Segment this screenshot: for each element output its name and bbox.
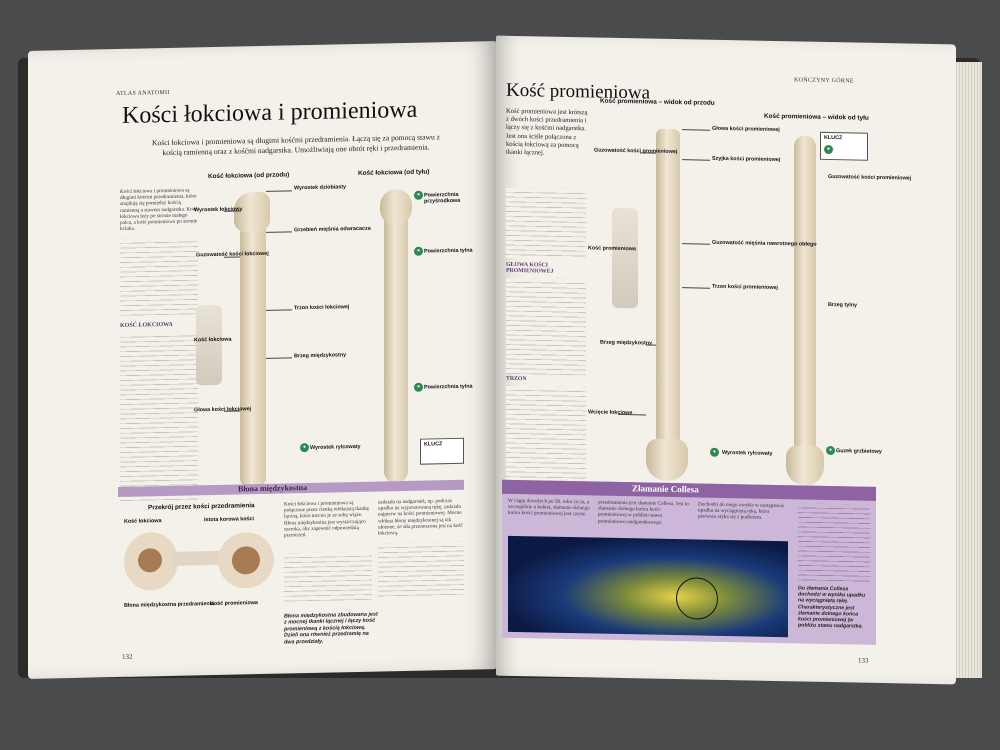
label-r-neck: Szyjka kości promieniowej xyxy=(712,155,781,164)
key-icon: ● xyxy=(414,190,423,200)
label-coronoid: Wyrostek dziobiasty xyxy=(294,184,347,192)
label-r-biceps: Guzowatość mięśnia nawrotnego obłego xyxy=(712,239,817,248)
label-r-notch: Wcięcie łokciowe xyxy=(588,409,633,417)
key-icon: ● xyxy=(414,382,423,392)
body-col1-lines xyxy=(284,551,372,602)
leader-line xyxy=(266,231,292,233)
fracture-circle xyxy=(676,577,718,620)
view-front-left: Kość łokciowa (od przodu) xyxy=(208,171,290,181)
ulna-back-bone xyxy=(384,192,408,484)
leader-line xyxy=(266,357,292,359)
radius-cross-section xyxy=(218,531,274,589)
body-lines-r3 xyxy=(506,385,586,488)
radius-front-bone xyxy=(656,128,680,480)
radius-back-bone xyxy=(794,135,816,486)
body-lines-r2 xyxy=(506,277,586,376)
section-title: Przekrój przez kości przedramienia xyxy=(148,502,255,512)
radius-front-distal xyxy=(646,438,688,482)
label-border: Brzeg międzykostny xyxy=(294,352,347,360)
view-back-right: Kość promieniowa – widok od tyłu xyxy=(764,112,869,122)
intro-right: Kość promieniowa jest krótszą z dwóch ko… xyxy=(506,107,588,157)
xray-image xyxy=(508,535,788,638)
arm-thumbnail xyxy=(196,304,222,386)
body-col2: zadziała na nadgarstek, np. podczas upad… xyxy=(378,498,463,537)
body-lines-r1 xyxy=(506,187,586,260)
colles-col2: przedramienia jest złamanie Collesa. Jes… xyxy=(598,499,689,526)
label-r-styloid: Wyrostek rylcowaty xyxy=(722,449,773,457)
colles-col3: Dochodzi do niego zwykle w następstwie u… xyxy=(698,501,785,522)
colles-heading: Złamanie Collesa xyxy=(632,483,699,495)
italic-note: Błona międzykostna zbudowana jest z mocn… xyxy=(284,611,378,646)
label-shaft: Trzon kości łokciowej xyxy=(294,304,350,312)
page-title-left: Kości łokciowa i promieniowa xyxy=(122,96,418,129)
ulna-back-top xyxy=(380,188,412,226)
body-col2-lines xyxy=(378,541,464,600)
running-head-left: ATLAS ANATOMII xyxy=(116,89,170,98)
view-front-right: Kość promieniowa – widok od przodu xyxy=(600,97,715,107)
key-icon: ● xyxy=(300,443,309,453)
page-number-left: 132 xyxy=(122,652,133,661)
body-col1: Kości łokciowa i promieniowa są połączon… xyxy=(284,500,369,539)
ulna-front-bone xyxy=(240,195,266,487)
colles-side-lines xyxy=(798,503,870,583)
body-text-lines-1 xyxy=(120,237,198,319)
intro-left: Kości łokciowa i promieniowa są długimi … xyxy=(151,132,441,158)
colles-box: Złamanie Collesa W ciągu dorosłych po 50… xyxy=(502,479,876,645)
leader-line xyxy=(682,129,710,131)
key-box-left: KLUCZ xyxy=(420,437,464,465)
colles-header-bar: Złamanie Collesa xyxy=(502,479,876,501)
body-text-lines-2 xyxy=(120,331,198,503)
heading-trzon: TRZON xyxy=(506,375,527,383)
label-posterior-2: Powierzchnia tylna xyxy=(424,383,473,391)
label-head: Głowa kości łokciowej xyxy=(194,406,252,414)
label-r-posterior-border: Brzeg tylny xyxy=(828,301,858,309)
body-text-left: Kości łokciowa i promieniowa są długimi … xyxy=(120,187,198,233)
right-page: KOŃCZYNY GÓRNE Kość promieniowa Kość pro… xyxy=(496,35,956,685)
key-icon: ● xyxy=(414,246,423,256)
label-supinator: Grzebień mięśnia odwracacza xyxy=(294,225,371,234)
label-r-tuberosity-back: Guzowatość kości promieniowej xyxy=(828,173,912,182)
ulna-cross-section xyxy=(124,531,178,591)
arm-thumbnail-right xyxy=(612,207,638,309)
key-box-label: KLUCZ xyxy=(824,134,843,142)
label-r-head: Głowa kości promieniowej xyxy=(712,125,780,134)
leader-line xyxy=(682,243,710,245)
key-box-label: KLUCZ xyxy=(424,441,443,448)
page-number-right: 133 xyxy=(858,656,869,665)
label-r-small: Kość promieniowa xyxy=(588,245,636,253)
view-back-left: Kość łokciowa (od tyłu) xyxy=(358,168,430,177)
section-heading-ulna: KOŚĆ ŁOKCIOWA xyxy=(120,321,173,329)
membrane-shape xyxy=(172,550,224,566)
membrane-heading: Błona międzykostna xyxy=(238,483,308,494)
label-section-radius: Kość promieniowa xyxy=(210,600,258,608)
key-box-right: KLUCZ ● xyxy=(820,131,868,161)
label-section-ulna: Kość łokciowa xyxy=(124,518,162,525)
heading-glowa: GŁOWA KOŚCI PROMIENIOWEJ xyxy=(506,261,554,275)
label-medial: Powierzchnia przyśrodkowa xyxy=(424,191,461,205)
leader-line xyxy=(266,190,292,192)
key-icon: ● xyxy=(826,445,835,456)
leader-line xyxy=(682,159,710,161)
radius-back-distal xyxy=(786,445,824,486)
label-posterior: Powierzchnia tylna xyxy=(424,247,473,255)
label-r-border: Brzeg międzykostny xyxy=(600,339,653,347)
label-section-cortex: Istota korowa kości xyxy=(204,516,255,524)
key-icon: ● xyxy=(710,447,719,457)
label-r-shaft: Trzon kości promieniowej xyxy=(712,283,778,291)
colles-text: W ciągu dorosłych po 50. roku życia, a s… xyxy=(508,497,590,518)
leader-line xyxy=(266,309,292,311)
label-ulna-small: Kość łokciowa xyxy=(194,336,232,344)
marrow xyxy=(138,548,162,573)
label-section-membrane: Błona międzykostna przedramienia xyxy=(124,601,215,609)
key-icon: ● xyxy=(824,144,833,155)
label-r-tubercle: Guzek grzbietowy xyxy=(836,448,882,455)
label-styloid: Wyrostek rylcowaty xyxy=(310,443,361,451)
left-page: ATLAS ANATOMII Kości łokciowa i promieni… xyxy=(28,41,496,679)
colles-side-note: Do złamania Collesa dochodzi w wyniku up… xyxy=(798,585,866,630)
leader-line xyxy=(682,287,710,289)
marrow xyxy=(232,546,260,575)
running-head-right: KOŃCZYNY GÓRNE xyxy=(794,77,854,85)
cross-section-figure xyxy=(124,530,274,595)
label-r-tuberosity: Guzowatość kości promieniowej xyxy=(594,147,678,156)
